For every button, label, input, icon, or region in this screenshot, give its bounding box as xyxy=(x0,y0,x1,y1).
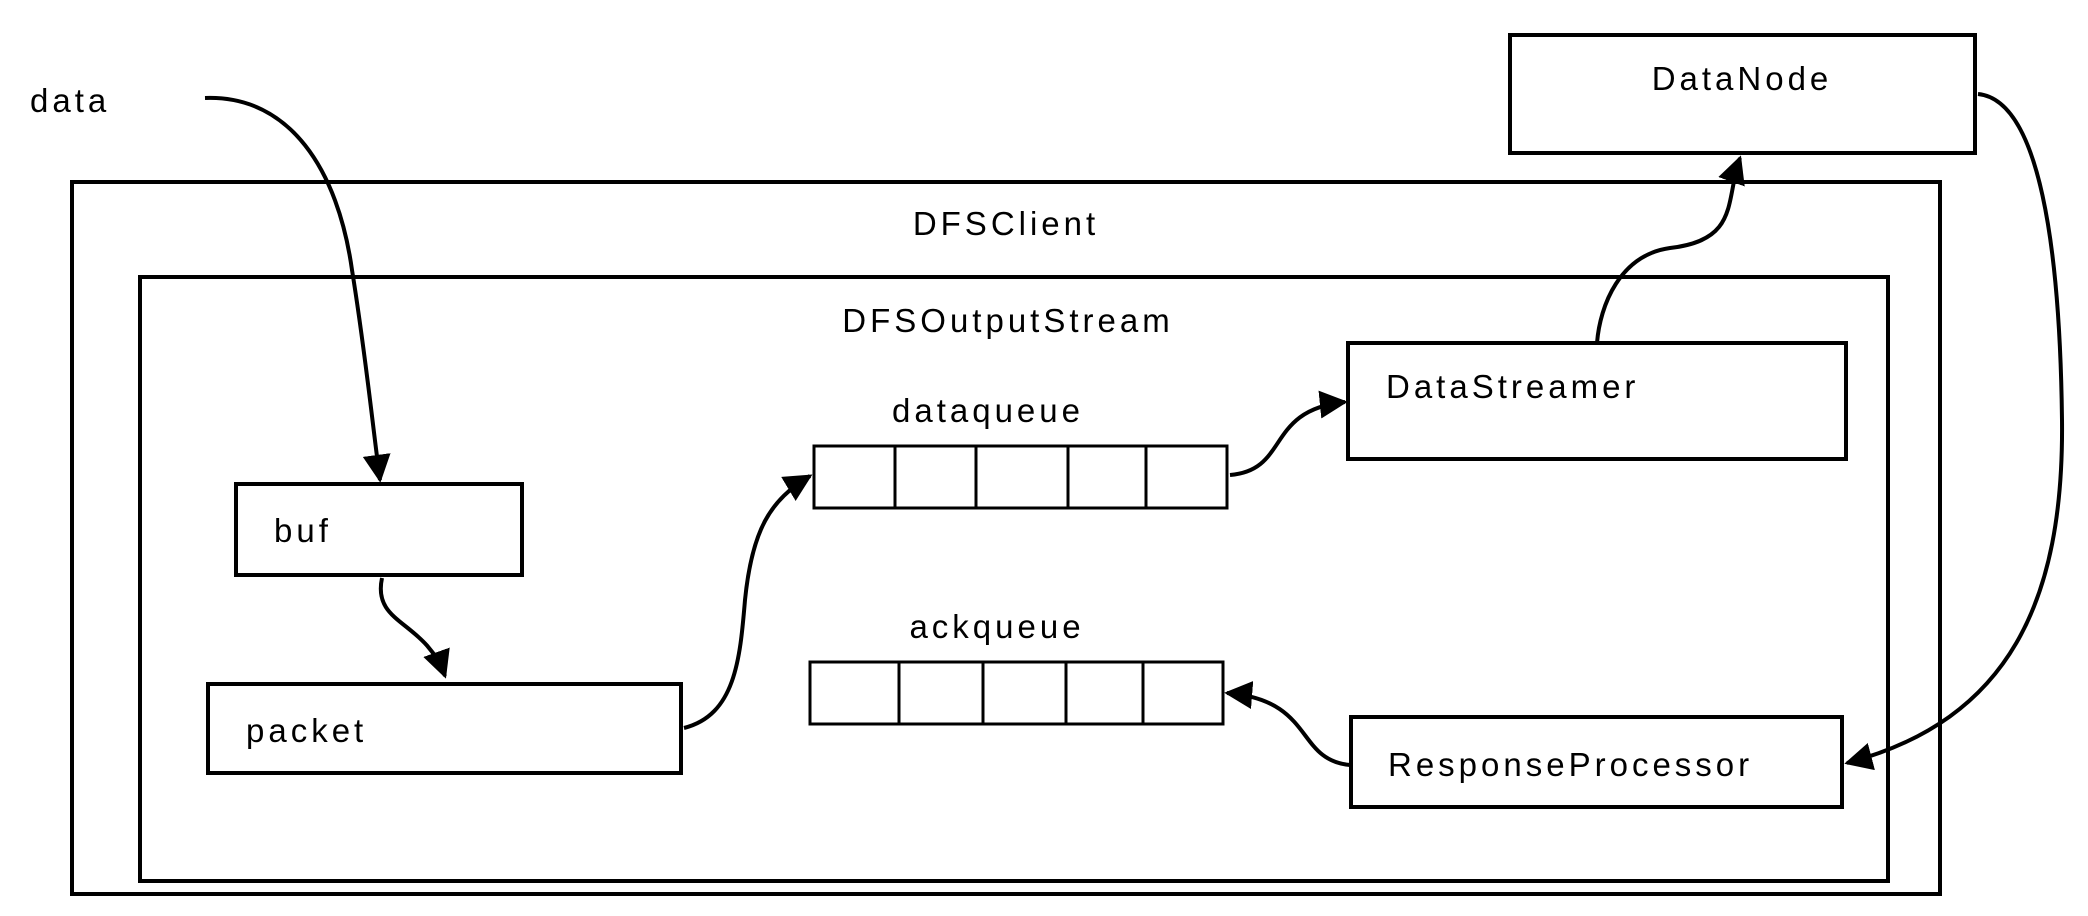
arrow-responseprocessor-to-ackqueue xyxy=(1224,681,1351,767)
responseprocessor-box xyxy=(1349,715,1844,809)
arrow-packet-to-dataqueue xyxy=(683,474,813,730)
arrow-datanode-to-responseprocessor xyxy=(1844,92,2065,771)
dataqueue-cell xyxy=(1066,444,1148,510)
datastreamer-label: DataStreamer xyxy=(1386,368,1639,405)
dataqueue-label: dataqueue xyxy=(892,392,1084,429)
arrow-datastreamer-to-datanode xyxy=(1595,155,1745,344)
ackqueue-label: ackqueue xyxy=(909,608,1084,645)
datanode-label: DataNode xyxy=(1652,60,1833,97)
ackqueue-cell xyxy=(897,660,985,726)
ackqueue-cell xyxy=(808,660,901,726)
arrow-dataqueue-to-datastreamer xyxy=(1229,390,1348,477)
datanode-box xyxy=(1508,33,1977,155)
responseprocessor-label: ResponseProcessor xyxy=(1388,746,1753,783)
dataqueue-cell xyxy=(893,444,978,510)
dataqueue-cell xyxy=(1144,444,1229,510)
dfsclient-label: DFSClient xyxy=(913,205,1099,242)
ackqueue-cell xyxy=(981,660,1068,726)
data-label: data xyxy=(30,82,110,119)
buf-label: buf xyxy=(274,512,332,549)
dataqueue-cell xyxy=(812,444,897,510)
ackqueue-cell xyxy=(1141,660,1225,726)
datastreamer-box xyxy=(1346,341,1848,461)
dfsoutputstream-label: DFSOutputStream xyxy=(842,302,1173,339)
ackqueue-cell xyxy=(1064,660,1145,726)
dataqueue-cell xyxy=(974,444,1070,510)
packet-label: packet xyxy=(246,712,367,749)
arrow-buf-to-packet xyxy=(378,577,450,679)
dataqueue xyxy=(812,444,1229,510)
arrow-data-to-buf xyxy=(204,95,391,483)
buf-box xyxy=(234,482,524,577)
ackqueue xyxy=(808,660,1225,726)
packet-box xyxy=(206,682,683,775)
